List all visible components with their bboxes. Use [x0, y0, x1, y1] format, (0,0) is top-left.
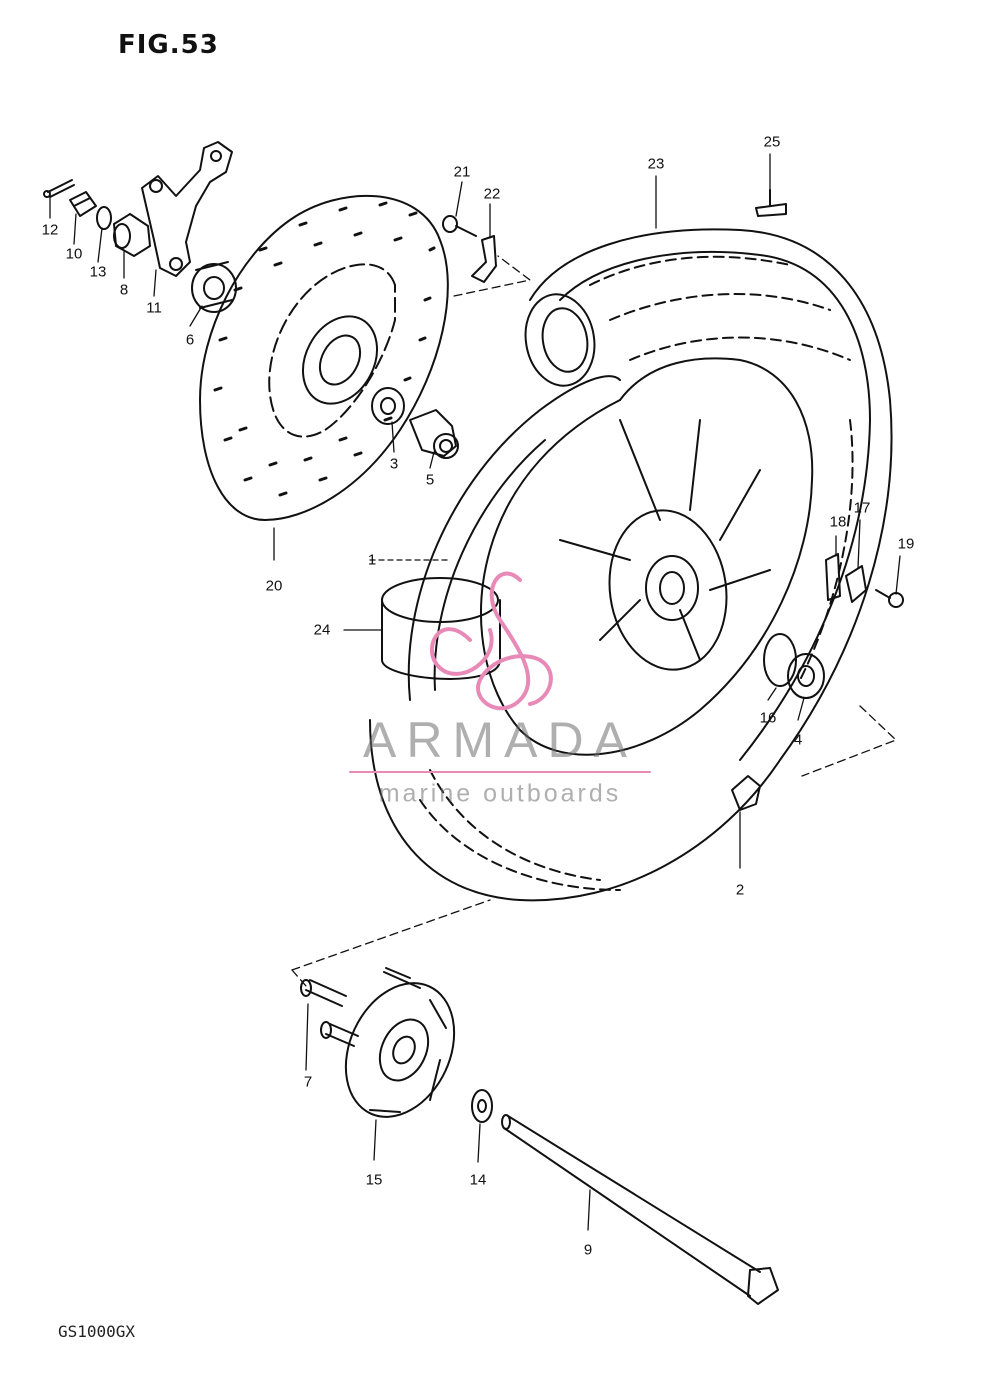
callout-4: 4 — [793, 731, 803, 749]
spacer-part-8 — [113, 213, 151, 257]
lock-washer-part-17 — [845, 565, 867, 603]
figure-title: FIG.53 — [118, 30, 219, 60]
callout-17: 17 — [853, 499, 871, 517]
callout-16: 16 — [759, 709, 777, 727]
brake-disc-part-20 — [199, 194, 449, 521]
drum-part-24 — [381, 577, 501, 680]
callout-1: 1 — [367, 551, 377, 569]
washer-part-13 — [96, 206, 112, 230]
callout-21: 21 — [453, 163, 471, 181]
seal-part-16 — [763, 633, 797, 687]
assembly-lines — [291, 255, 897, 987]
callout-10: 10 — [65, 245, 83, 263]
cotter-pin-part-12 — [43, 179, 75, 198]
tire-part-23 — [369, 228, 893, 902]
plate-part-18 — [825, 553, 841, 601]
callout-19: 19 — [897, 535, 915, 553]
callout-20: 20 — [265, 577, 283, 595]
castle-nut-part-10 — [69, 191, 97, 217]
callout-23: 23 — [647, 155, 665, 173]
callout-15: 15 — [365, 1171, 383, 1189]
callout-12: 12 — [41, 221, 59, 239]
leader-lines — [49, 153, 901, 1231]
bearing-part-3 — [371, 387, 405, 425]
watermark-tagline: marine outboards — [378, 779, 622, 808]
callout-14: 14 — [469, 1171, 487, 1189]
model-code: GS1000GX — [58, 1322, 136, 1341]
bolt-part-21 — [442, 215, 477, 237]
bearing-part-4 — [787, 653, 825, 699]
lock-plate-part-22 — [471, 235, 497, 283]
callout-9: 9 — [583, 1241, 593, 1259]
callout-6: 6 — [185, 331, 195, 349]
callout-11: 11 — [146, 299, 162, 317]
callout-25: 25 — [763, 133, 781, 151]
callout-2: 2 — [735, 881, 745, 899]
axle-part-9 — [501, 1114, 779, 1305]
washer-part-14 — [471, 1089, 493, 1123]
torque-link-part-11 — [141, 141, 233, 277]
bearing-part-6 — [191, 261, 237, 313]
callout-13: 13 — [89, 263, 107, 281]
callout-5: 5 — [425, 471, 435, 489]
drum-studs-part-7 — [300, 967, 411, 1047]
spacer-part-5 — [409, 409, 459, 459]
callout-3: 3 — [389, 455, 399, 473]
damper-part-2 — [731, 775, 761, 811]
sprocket-drum-part-15 — [344, 971, 456, 1118]
callout-7: 7 — [303, 1073, 313, 1091]
callout-24: 24 — [313, 621, 331, 639]
watermark-brand-name: ARMADA — [363, 712, 637, 768]
callout-18: 18 — [829, 513, 847, 531]
callout-22: 22 — [483, 185, 501, 203]
callout-8: 8 — [119, 281, 129, 299]
